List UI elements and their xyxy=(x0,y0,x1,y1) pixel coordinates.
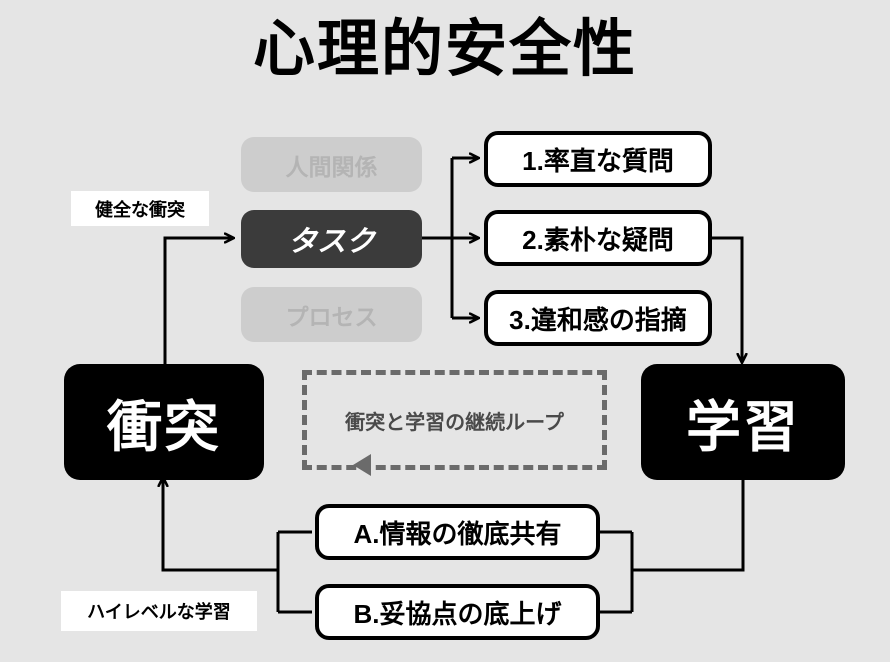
tag-healthy-conflict: 健全な衝突 xyxy=(71,191,209,226)
wire-conflict-to-task xyxy=(163,238,233,366)
conflict-node[interactable]: 衝突 xyxy=(64,364,264,480)
behavior-card-label: 3.違和感の指摘 xyxy=(509,304,687,335)
focus-item-process[interactable]: プロセス xyxy=(241,287,422,342)
focus-item-relationships[interactable]: 人間関係 xyxy=(241,137,422,192)
tag-healthy-conflict-label: 健全な衝突 xyxy=(95,199,185,220)
focus-item-task[interactable]: タスク xyxy=(241,210,422,268)
loop-direction-triangle-icon xyxy=(353,454,371,476)
focus-item-label: プロセス xyxy=(285,303,378,330)
continuous-loop-box: 衝突と学習の継続ループ xyxy=(302,370,607,476)
behavior-card-3[interactable]: 3.違和感の指摘 xyxy=(484,290,712,346)
tag-high-level-learning: ハイレベルな学習 xyxy=(61,591,257,631)
learning-node-label: 学習 xyxy=(685,396,800,458)
outcome-card-label: A.情報の徹底共有 xyxy=(353,518,562,549)
behavior-card-label: 1.率直な質問 xyxy=(522,145,674,176)
outcome-card-a[interactable]: A.情報の徹底共有 xyxy=(315,504,600,560)
behavior-card-2[interactable]: 2.素朴な疑問 xyxy=(484,210,712,266)
page-title: 心理的安全性 xyxy=(252,15,637,84)
behavior-card-label: 2.素朴な疑問 xyxy=(522,224,674,255)
behavior-card-1[interactable]: 1.率直な質問 xyxy=(484,131,712,187)
conflict-node-label: 衝突 xyxy=(106,396,221,458)
wire-card2-to-learning xyxy=(712,236,742,362)
tag-high-level-learning-label: ハイレベルな学習 xyxy=(87,602,231,622)
outcome-card-b[interactable]: B.妥協点の底上げ xyxy=(315,584,600,640)
focus-item-label: 人間関係 xyxy=(285,153,378,180)
wire-outcomes-to-conflict xyxy=(163,478,278,572)
focus-item-label: タスク xyxy=(287,226,375,258)
outcome-card-label: B.妥協点の底上げ xyxy=(353,598,562,629)
wire-learning-to-outcomes xyxy=(632,480,745,572)
learning-node[interactable]: 学習 xyxy=(641,364,845,480)
continuous-loop-label: 衝突と学習の継続ループ xyxy=(345,411,564,434)
